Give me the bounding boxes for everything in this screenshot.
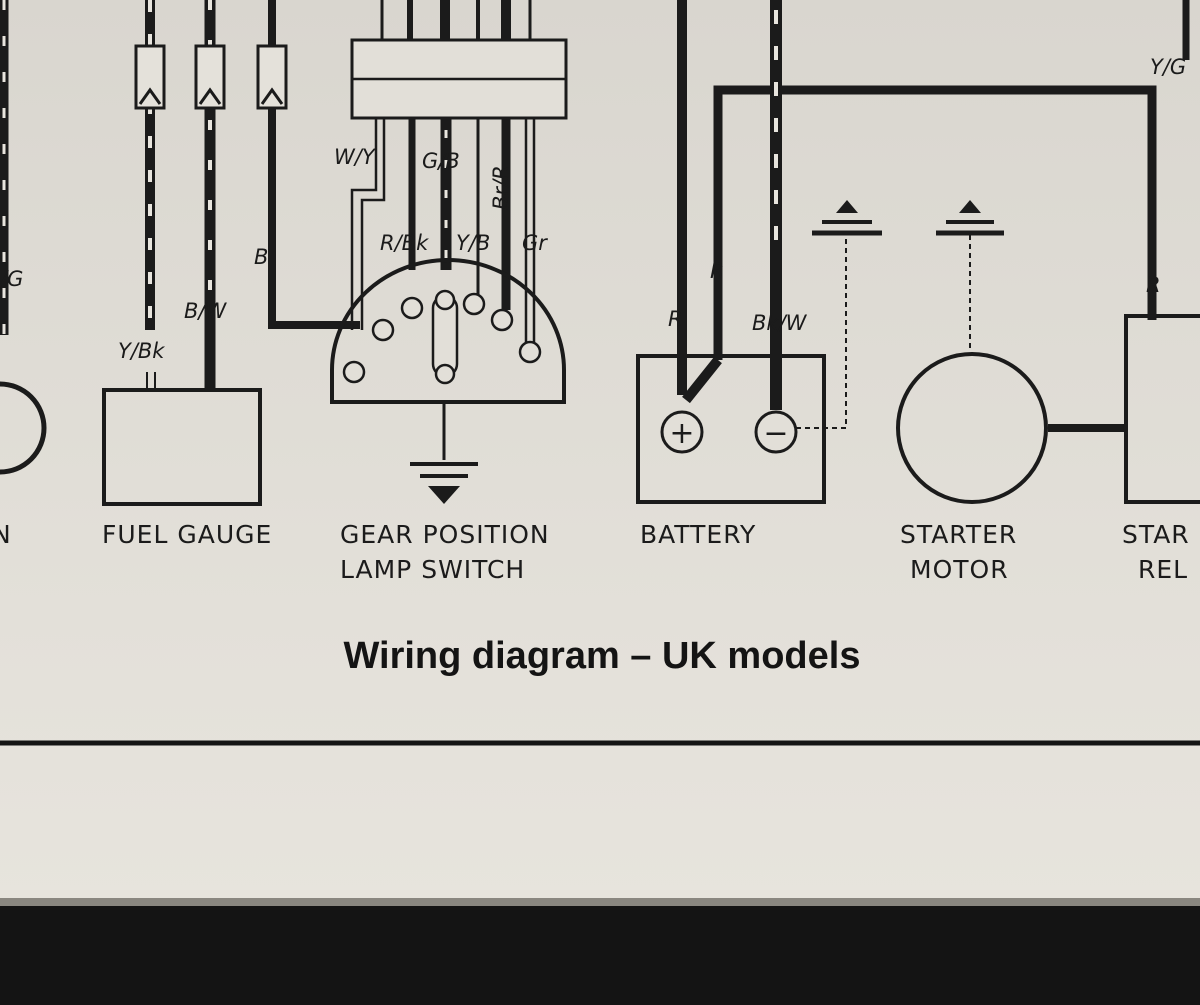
caption-relay-line2: REL <box>1138 555 1188 584</box>
partial-gauge <box>0 381 47 475</box>
caption-starter-line2: MOTOR <box>910 555 1009 584</box>
label-gr: Gr <box>522 231 548 255</box>
label-b-w: B/W <box>184 299 227 323</box>
gear-switch-contact-5 <box>490 308 514 332</box>
gear-switch-contact-1 <box>342 360 366 384</box>
caption-fuel-gauge: FUEL GAUGE <box>102 520 272 549</box>
page-edge <box>0 898 1200 906</box>
fuse-y-bk <box>134 44 166 110</box>
label-r-mid: R <box>710 259 725 283</box>
battery-box <box>636 354 826 504</box>
label-w-y: W/Y <box>334 145 377 169</box>
caption-starter-line1: STARTER <box>900 520 1017 549</box>
fuse-b <box>256 44 288 110</box>
wire-r-join <box>682 356 722 404</box>
fuse-b-w <box>194 44 226 110</box>
label-y-bk: Y/Bk <box>118 339 165 363</box>
battery-positive-terminal <box>660 410 704 454</box>
frame-earth-starter <box>936 200 1004 236</box>
frame-earth-battery <box>812 200 882 236</box>
gear-switch-connector <box>350 38 568 120</box>
gear-switch-contact-2 <box>371 318 395 342</box>
paper-page <box>0 0 1200 905</box>
battery-negative-sign: − <box>763 416 788 451</box>
starter-relay-box <box>1124 314 1200 504</box>
wire-w-y-b <box>360 118 386 330</box>
starter-motor-symbol <box>896 352 1048 504</box>
wire-battery-earth-dashed <box>796 235 847 429</box>
label-far-left: /G <box>0 267 23 291</box>
wires <box>0 0 1190 460</box>
component-captions: N FUEL GAUGE GEAR POSITION LAMP SWITCH B… <box>0 520 1190 584</box>
label-y-b: Y/B <box>456 231 490 255</box>
label-r-bk: R/Bk <box>380 231 429 255</box>
label-g-b: G/B <box>422 149 460 173</box>
fuel-gauge-box <box>102 388 262 506</box>
label-r-right: R <box>1146 273 1161 297</box>
caption-left-partial: N <box>0 520 12 549</box>
wire-labels: /G Y/Bk B/W B W/Y G/B Br/R R/Bk Y/B Gr R… <box>0 55 1186 363</box>
label-r-left: R <box>668 307 683 331</box>
label-y-g: Y/G <box>1150 55 1186 79</box>
label-bk-w: Bk/W <box>752 311 808 335</box>
caption-relay-line1: STAR <box>1122 520 1190 549</box>
fuse-connectors <box>134 44 288 110</box>
caption-battery: BATTERY <box>640 520 756 549</box>
gear-switch-contact-4 <box>462 292 486 316</box>
battery-positive-sign: + <box>669 416 694 451</box>
gear-switch-contact-6 <box>518 340 542 364</box>
gear-switch-body <box>330 258 566 404</box>
caption-gear-switch-line1: GEAR POSITION <box>340 520 550 549</box>
gear-switch-contact-3 <box>400 296 424 320</box>
gear-position-switch <box>330 258 566 404</box>
battery-negative-terminal <box>754 410 798 454</box>
partial-gauge-body <box>0 381 47 475</box>
caption-gear-switch-line2: LAMP SWITCH <box>340 555 525 584</box>
diagram-title: Wiring diagram – UK models <box>344 635 861 677</box>
wire-w-y-a <box>350 118 378 330</box>
wire-r-relay-loop <box>713 85 1157 360</box>
battery-symbol: + − <box>636 354 826 504</box>
label-b: B <box>254 245 268 269</box>
ground-symbol <box>410 462 478 504</box>
label-br-r: Br/R <box>489 165 513 210</box>
